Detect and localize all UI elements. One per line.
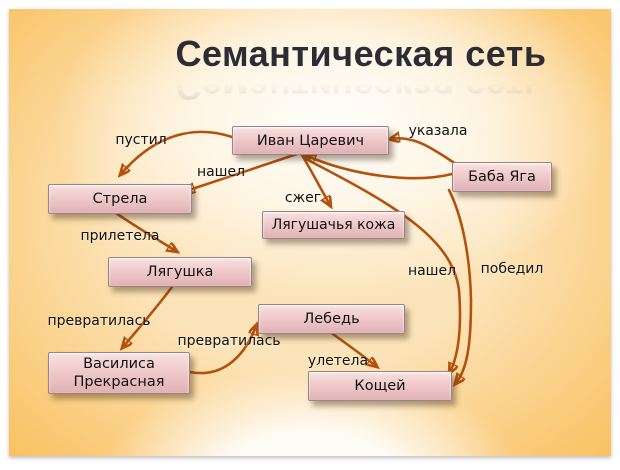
node-baba-yaga: Баба Яга [452,162,552,192]
node-label: Стрела [92,191,148,207]
node-label: Лебедь [303,311,360,327]
edge-label-priletela: прилетела [80,228,160,244]
node-label-line2: Прекрасная [73,374,165,390]
edge-label-nashel-strela: нашел [196,164,246,180]
node-strela: Стрела [48,184,192,214]
node-label: Лягушачья кожа [271,217,396,233]
node-label: Кощей [354,378,406,394]
edge-label-pobedil: победил [480,261,544,277]
node-vasilisa-prekrasnaya: Василиса Прекрасная [48,352,190,394]
node-lyagushachya-kozha: Лягушачья кожа [262,211,405,239]
node-label: Лягушка [146,264,214,280]
edge-label-szheg: сжег [284,190,322,206]
edge-label-prevratilas-vasilisa: превратилась [47,313,151,329]
node-label-line1: Василиса [83,356,155,372]
node-lyagushka: Лягушка [108,257,252,287]
edge-label-nashel-koschei: нашел [407,263,457,279]
node-koschei: Кощей [308,371,452,401]
node-label: Иван Царевич [256,132,365,149]
edge-label-ukazala: указала [408,123,468,139]
edge-label-uletela: улетела [307,353,369,369]
edge-label-pustil: пустил [115,132,167,148]
node-ivan-tsarevich: Иван Царевич [232,126,389,155]
node-lebed: Лебедь [258,304,405,334]
node-label: Баба Яга [468,169,536,185]
edge-label-prevratilas-lebed: превратилась [177,333,281,349]
